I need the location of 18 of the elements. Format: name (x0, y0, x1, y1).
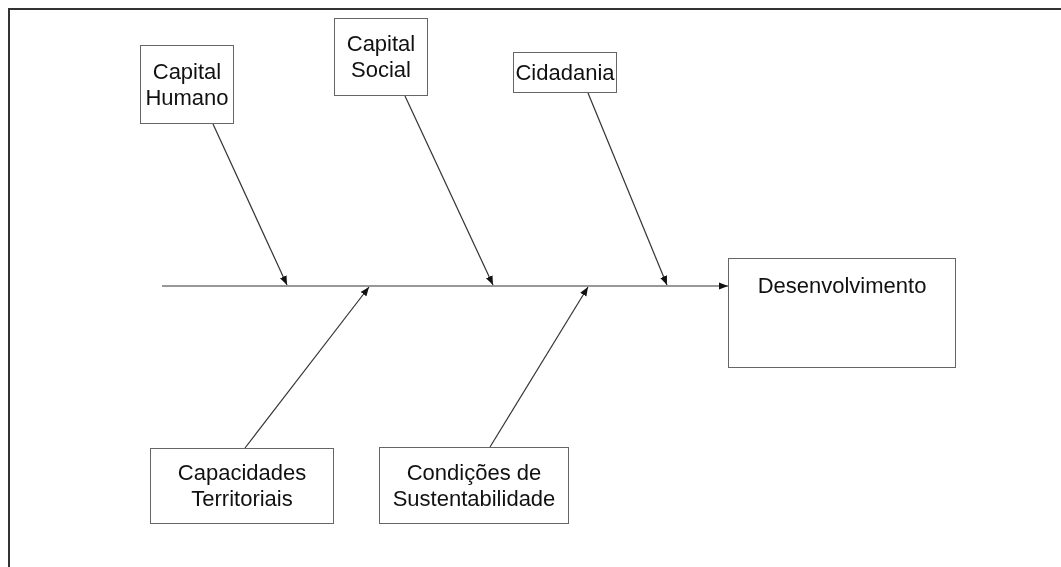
node-box (728, 258, 956, 368)
arrow (404, 95, 494, 286)
node-label: Desenvolvimento (757, 273, 927, 299)
node-box (140, 45, 234, 124)
node-label: Capital Social (345, 31, 417, 83)
node-box (379, 447, 569, 524)
arrow (587, 92, 668, 286)
arrow (161, 282, 729, 290)
node-label: Condições de Sustentabilidade (391, 459, 557, 512)
node-label: Capacidades Territoriais (176, 460, 308, 512)
arrow (212, 123, 288, 286)
arrow (489, 286, 589, 448)
node-box (513, 52, 617, 93)
node-box (150, 448, 334, 524)
node-label: Cidadania (515, 59, 615, 86)
node-label: Capital Humano (144, 58, 230, 111)
arrow (244, 286, 370, 449)
node-box (334, 18, 428, 96)
